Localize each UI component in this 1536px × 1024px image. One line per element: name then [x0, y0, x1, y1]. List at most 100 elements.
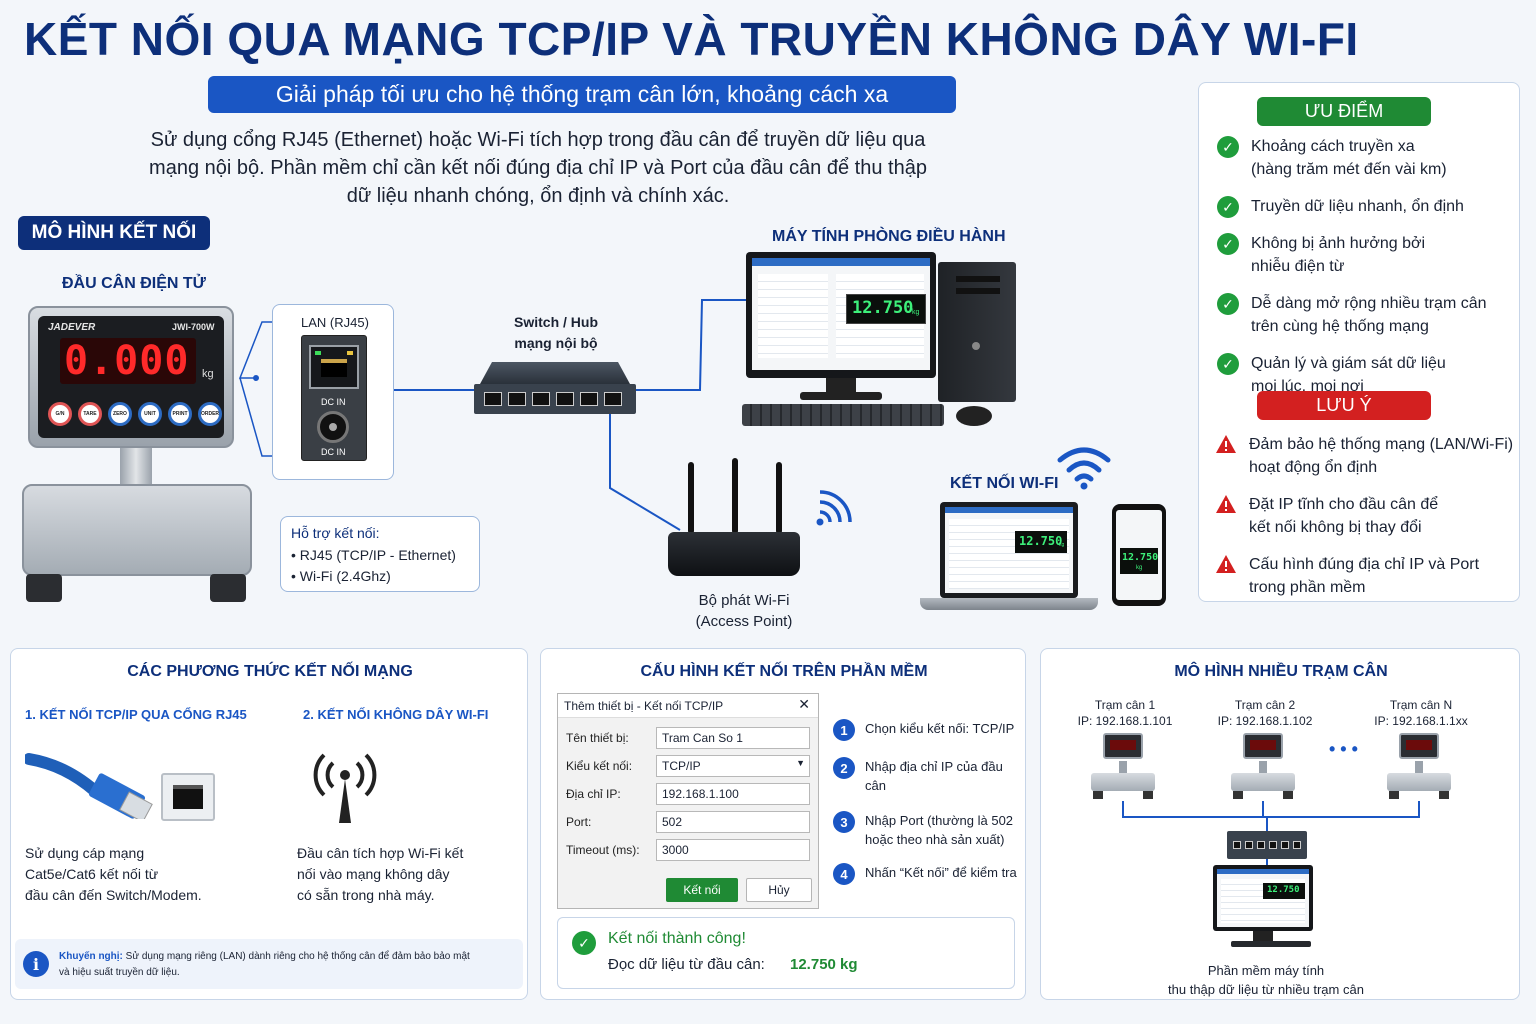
indicator-brand: JADEVER	[48, 322, 96, 333]
notes-list: Đảm bảo hệ thống mạng (LAN/Wi-Fi)hoạt độ…	[1215, 433, 1515, 613]
rj45-port-icon	[309, 345, 359, 389]
port-input[interactable]: 502	[656, 811, 810, 833]
multi-keyboard	[1231, 941, 1311, 947]
router-label-1: Bộ phát Wi-Fi	[698, 592, 790, 609]
dc-label-1: DC IN	[321, 397, 346, 407]
dc-label-2: DC IN	[321, 447, 346, 457]
method-1-title: 1. KẾT NỐI TCP/IP QUA CỔNG RJ45	[25, 707, 247, 722]
info-icon: i	[23, 951, 49, 977]
check-icon: ✓	[1217, 136, 1239, 158]
close-icon[interactable]: ✕	[798, 696, 810, 712]
keyboard	[742, 404, 944, 426]
rj45-jack-icon	[161, 773, 215, 821]
field-label: Tên thiết bị:	[566, 731, 629, 745]
note-item: Đảm bảo hệ thống mạng (LAN/Wi-Fi)hoạt độ…	[1215, 433, 1515, 479]
chevron-down-icon: ▼	[796, 758, 805, 768]
network-switch-icon	[474, 362, 636, 414]
warning-icon	[1216, 555, 1236, 573]
mouse	[956, 406, 992, 426]
indicator-key-print: PRINT	[168, 402, 192, 426]
multi-monitor: 12.750	[1213, 865, 1313, 931]
method-1-text: Sử dụng cáp mạng Cat5e/Cat6 kết nối từ đ…	[25, 845, 202, 903]
check-icon: ✓	[1217, 233, 1239, 255]
pc-reading: 12.750	[852, 298, 914, 318]
method-2-text: Đầu cân tích hợp Wi-Fi kết nối vào mạng …	[297, 845, 464, 903]
tip-box: i Khuyến nghị: Sử dụng mạng riêng (LAN) …	[15, 939, 523, 989]
indicator-key-unit: UNIT	[138, 402, 162, 426]
dialog-form: Tên thiết bị: Tram Can So 1 Kiểu kết nối:…	[558, 718, 818, 864]
platform-scale	[22, 484, 252, 576]
page-title: KẾT NỐI QUA MẠNG TCP/IP VÀ TRUYỀN KHÔNG …	[24, 13, 1359, 65]
router-signal-icon	[816, 490, 852, 526]
success-text: Kết nối thành công!	[608, 930, 746, 947]
indicator-key-order: ORDER	[198, 402, 222, 426]
advantages-panel: ƯU ĐIỂM ✓Khoảng cách truyền xa(hàng trăm…	[1198, 82, 1520, 602]
ellipsis: • • •	[1329, 739, 1358, 759]
indicator-key-tare: TARE	[78, 402, 102, 426]
pc-unit: kg	[912, 309, 920, 316]
pc-tower	[938, 262, 1016, 402]
field-label: Timeout (ms):	[566, 843, 640, 857]
field-label: Port:	[566, 815, 592, 829]
connect-button[interactable]: Kết nối	[666, 878, 738, 902]
indicator-label: ĐẦU CÂN ĐIỆN TỬ	[62, 275, 206, 292]
ethernet-cable-icon	[25, 753, 153, 819]
monitor: 12.750 kg	[746, 252, 936, 378]
indicator-unit: kg	[202, 368, 214, 380]
field-label: Kiểu kết nối:	[566, 759, 633, 773]
multi-lines	[1122, 801, 1420, 865]
check-icon: ✓	[1217, 196, 1239, 218]
wifi-antenna-icon	[313, 753, 377, 823]
advantage-item: ✓Truyền dữ liệu nhanh, ổn định	[1217, 195, 1513, 218]
methods-panel: CÁC PHƯƠNG THỨC KẾT NỐI MẠNG 1. KẾT NỐI …	[10, 648, 528, 1000]
field-label: Địa chỉ IP:	[566, 787, 621, 801]
multi-switch-icon	[1227, 831, 1307, 859]
network-lines	[394, 299, 752, 531]
monitor-base	[800, 392, 882, 400]
read-value: 12.750 kg	[790, 956, 858, 973]
laptop-reading: 12.750	[1019, 534, 1063, 548]
advantage-item: ✓Khoảng cách truyền xa(hàng trăm mét đến…	[1217, 135, 1513, 181]
method-2-title: 2. KẾT NỐI KHÔNG DÂY WI-FI	[303, 707, 489, 722]
port-title: LAN (RJ45)	[301, 315, 369, 330]
dc-jack-icon	[317, 411, 349, 443]
notes-title: LƯU Ý	[1257, 391, 1431, 420]
wifi-icon	[1057, 447, 1111, 490]
switch-label-1: Switch / Hub	[514, 314, 598, 330]
warning-icon	[1216, 495, 1236, 513]
cancel-button[interactable]: Hủy	[746, 878, 812, 902]
dialog-title: Thêm thiết bị - Kết nối TCP/IP	[564, 699, 724, 713]
indicator-stand	[120, 448, 152, 490]
advantages-title: ƯU ĐIỂM	[1257, 97, 1431, 126]
laptop: 12.750 kg	[940, 502, 1078, 598]
model-label: MÔ HÌNH KẾT NỐI	[18, 216, 210, 250]
laptop-unit: kg	[1059, 542, 1065, 548]
timeout-input[interactable]: 3000	[656, 839, 810, 861]
wifi-label: KẾT NỐI WI-FI	[950, 475, 1059, 492]
success-box: ✓ Kết nối thành công! Đọc dữ liệu từ đầu…	[557, 917, 1015, 989]
ip-address-input[interactable]: 192.168.1.100	[656, 783, 810, 805]
bracket-lines	[238, 321, 272, 457]
wifi-router-icon	[668, 458, 800, 576]
router-label: Bộ phát Wi-Fi (Access Point)	[670, 590, 818, 632]
check-icon: ✓	[1217, 293, 1239, 315]
phone-unit: kg	[1136, 565, 1143, 571]
connection-type-select[interactable]: TCP/IP▼	[656, 755, 810, 777]
device-name-input[interactable]: Tram Can So 1	[656, 727, 810, 749]
support-title: Hỗ trợ kết nối:	[291, 525, 380, 541]
multi-title: MÔ HÌNH NHIỀU TRẠM CÂN	[1174, 663, 1388, 680]
success-check-icon: ✓	[572, 931, 596, 955]
station-scale-icon	[1091, 733, 1155, 801]
